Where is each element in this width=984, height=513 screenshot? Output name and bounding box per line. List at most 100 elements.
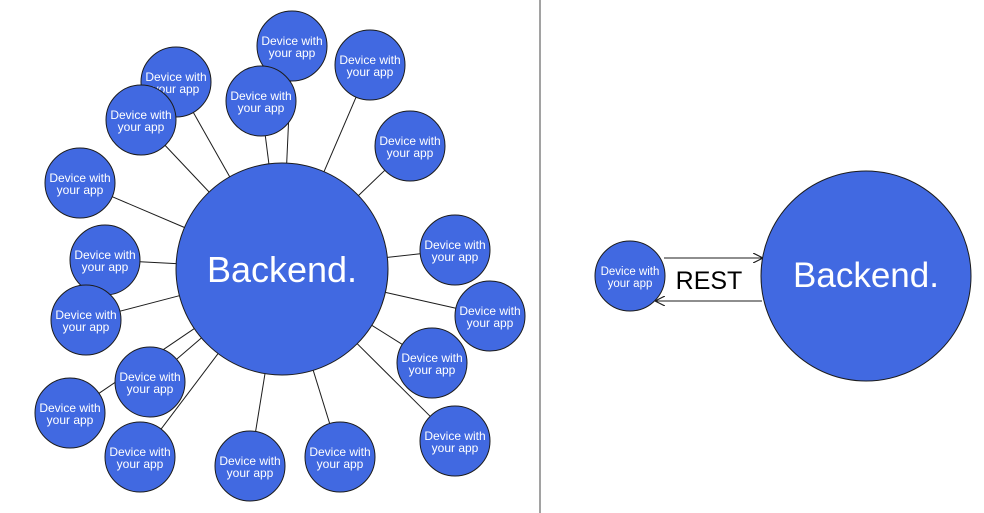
device-circle: [374, 110, 446, 182]
right-device-node: Device with your app: [594, 240, 666, 312]
device-label-line1: Device with: [459, 304, 520, 318]
device-label-line2: your app: [409, 363, 456, 377]
device-label-line2: your app: [57, 183, 104, 197]
spoke-edge: [139, 261, 177, 265]
device-label-line1: Device with: [119, 370, 180, 384]
device-circle: [334, 29, 406, 101]
right-diagram: REST Device with your app Backend.: [594, 170, 972, 382]
right-backend-node: Backend.: [760, 170, 972, 382]
left-backend-circle: [175, 162, 389, 376]
spoke-edge: [385, 291, 457, 309]
device-label-line2: your app: [118, 120, 165, 134]
device-label-line1: Device with: [424, 238, 485, 252]
spoke-edge: [358, 169, 386, 196]
device-label-line2: your app: [317, 457, 364, 471]
device-label-line2: your app: [269, 46, 316, 60]
spoke-edge: [255, 373, 266, 432]
device-label-line2: your app: [227, 466, 274, 480]
device-label-line2: your app: [127, 382, 174, 396]
spoke-edge: [160, 353, 219, 430]
spoke-edge: [119, 295, 180, 312]
device-circle: [104, 421, 176, 493]
spoke-edge: [264, 135, 270, 164]
spoke-edge: [176, 337, 202, 360]
device-circle: [304, 421, 376, 493]
device-label-line2: your app: [63, 320, 110, 334]
device-circle: [419, 214, 491, 286]
device-label-line1: Device with: [339, 53, 400, 67]
device-label-line1: Device with: [424, 429, 485, 443]
device-label-line1: Device with: [74, 248, 135, 262]
device-circle: [214, 430, 286, 502]
device-label-line1: Device with: [309, 445, 370, 459]
device-label-line1: Device with: [219, 454, 280, 468]
right-device-circle: [594, 240, 666, 312]
left-backend-node: Backend.: [175, 162, 389, 376]
device-circle: [256, 10, 328, 82]
device-label-line2: your app: [387, 146, 434, 160]
device-label-line2: your app: [347, 65, 394, 79]
left-backend-label: Backend.: [207, 249, 357, 290]
rest-label: REST: [676, 267, 743, 295]
device-label-line1: Device with: [39, 401, 100, 415]
spoke-edge: [387, 253, 421, 258]
device-label-line2: your app: [238, 101, 285, 115]
right-device-label-line1: Device with: [601, 266, 660, 278]
device-label-line1: Device with: [401, 351, 462, 365]
device-label-line2: your app: [432, 250, 479, 264]
left-spoke-edges: [98, 80, 457, 432]
device-circle: [105, 84, 177, 156]
device-label-line1: Device with: [379, 134, 440, 148]
device-label-line1: Device with: [55, 308, 116, 322]
spoke-edge: [192, 112, 231, 178]
spoke-edge: [312, 370, 331, 424]
device-label-line1: Device with: [261, 34, 322, 48]
device-circle: [396, 327, 468, 399]
right-backend-circle: [760, 170, 972, 382]
device-circle: [44, 147, 116, 219]
device-circle: [34, 377, 106, 449]
right-device-label-line2: your app: [608, 278, 653, 290]
spoke-edge: [356, 343, 431, 417]
device-label-line2: your app: [117, 457, 164, 471]
device-circle: [114, 346, 186, 418]
right-backend-label: Backend.: [793, 256, 939, 295]
device-label-line2: your app: [153, 82, 200, 96]
device-label-line2: your app: [82, 260, 129, 274]
device-label-line1: Device with: [145, 70, 206, 84]
device-label-line2: your app: [467, 316, 514, 330]
device-label-line1: Device with: [49, 171, 110, 185]
spoke-edge: [112, 196, 185, 228]
device-label-line1: Device with: [110, 108, 171, 122]
device-circle: [225, 65, 297, 137]
device-label-line1: Device with: [109, 445, 170, 459]
device-circle: [419, 405, 491, 477]
device-circle: [454, 280, 526, 352]
spoke-edge: [164, 145, 210, 193]
spoke-edge: [371, 324, 403, 345]
device-circle: [50, 284, 122, 356]
device-label-line2: your app: [47, 413, 94, 427]
spoke-edge: [323, 96, 357, 172]
device-label-line2: your app: [432, 441, 479, 455]
device-label-line1: Device with: [230, 89, 291, 103]
